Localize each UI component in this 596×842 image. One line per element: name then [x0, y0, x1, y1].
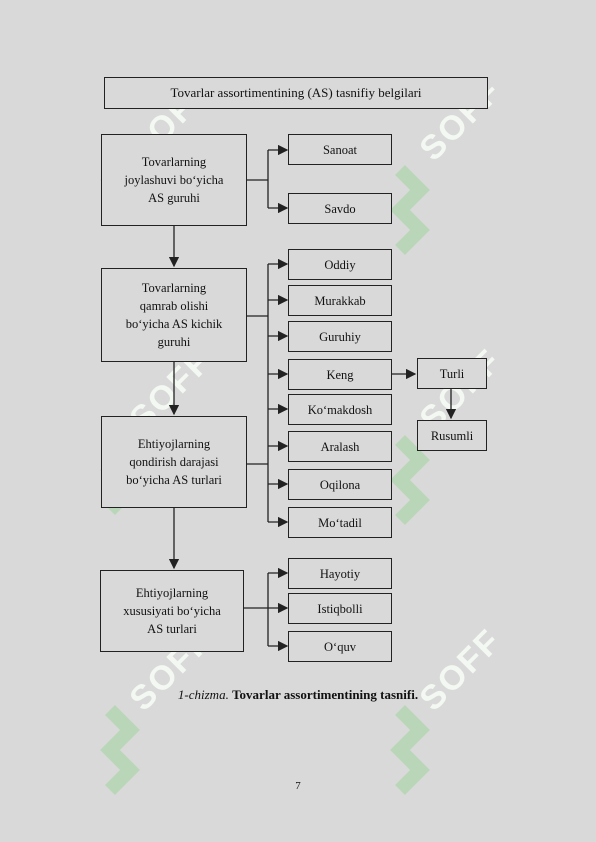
group-box-nature: Ehtiyojlarning xususiyati bo‘yicha AS tu…: [100, 570, 244, 652]
item-label: Aralash: [320, 439, 360, 454]
sub-item-box: Turli: [417, 358, 487, 389]
caption-text: Tovarlar assortimentining tasnifi.: [232, 687, 419, 702]
item-box: Murakkab: [288, 285, 392, 316]
item-box: Savdo: [288, 193, 392, 224]
item-box: Mo‘tadil: [288, 507, 392, 538]
item-box: Oqilona: [288, 469, 392, 500]
item-label: Ko‘makdosh: [307, 402, 373, 417]
group-label: Tovarlarning joylashuvi bo‘yicha AS guru…: [124, 155, 224, 205]
item-box: Istiqbolli: [288, 593, 392, 624]
item-label: Sanoat: [322, 142, 358, 157]
page-number: 7: [295, 780, 301, 792]
watermark-logo: [370, 160, 450, 265]
item-box: Sanoat: [288, 134, 392, 165]
item-box: Hayotiy: [288, 558, 392, 589]
item-label: Oqilona: [319, 477, 361, 492]
group-box-location: Tovarlarning joylashuvi bo‘yicha AS guru…: [101, 134, 247, 226]
figure-caption: 1-chizma. Tovarlar assortimentining tasn…: [0, 687, 596, 703]
item-box: Keng: [288, 359, 392, 390]
group-label: Tovarlarning qamrab olishi bo‘yicha AS k…: [125, 281, 223, 349]
item-label: Oddiy: [324, 257, 356, 272]
item-label: O‘quv: [324, 639, 356, 654]
item-label: Keng: [326, 367, 354, 382]
item-label: Istiqbolli: [317, 601, 363, 616]
watermark-text: SOFF: [412, 621, 510, 719]
diagram-title-box: Tovarlar assortimentining (AS) tasnifiy …: [104, 77, 488, 109]
group-box-coverage: Tovarlarning qamrab olishi bo‘yicha AS k…: [101, 268, 247, 362]
group-label: Ehtiyojlarning xususiyati bo‘yicha AS tu…: [123, 586, 221, 636]
item-box: Aralash: [288, 431, 392, 462]
watermark-logo: [370, 430, 450, 535]
item-label: Hayotiy: [319, 566, 361, 581]
item-box: O‘quv: [288, 631, 392, 662]
item-label: Guruhiy: [319, 329, 361, 344]
group-box-satisfaction: Ehtiyojlarning qondirish darajasi bo‘yic…: [101, 416, 247, 508]
item-box: Oddiy: [288, 249, 392, 280]
item-box: Guruhiy: [288, 321, 392, 352]
item-label: Turli: [439, 366, 465, 381]
item-label: Rusumli: [430, 428, 474, 443]
item-label: Murakkab: [314, 293, 366, 308]
item-label: Savdo: [324, 201, 356, 216]
caption-prefix: 1-chizma.: [177, 687, 229, 702]
diagram-title: Tovarlar assortimentining (AS) tasnifiy …: [170, 85, 422, 100]
sub-item-box: Rusumli: [417, 420, 487, 451]
item-box: Ko‘makdosh: [288, 394, 392, 425]
watermark-logo: [80, 700, 160, 805]
item-label: Mo‘tadil: [318, 515, 362, 530]
group-label: Ehtiyojlarning qondirish darajasi bo‘yic…: [126, 437, 222, 487]
watermark-logo: [370, 700, 450, 805]
